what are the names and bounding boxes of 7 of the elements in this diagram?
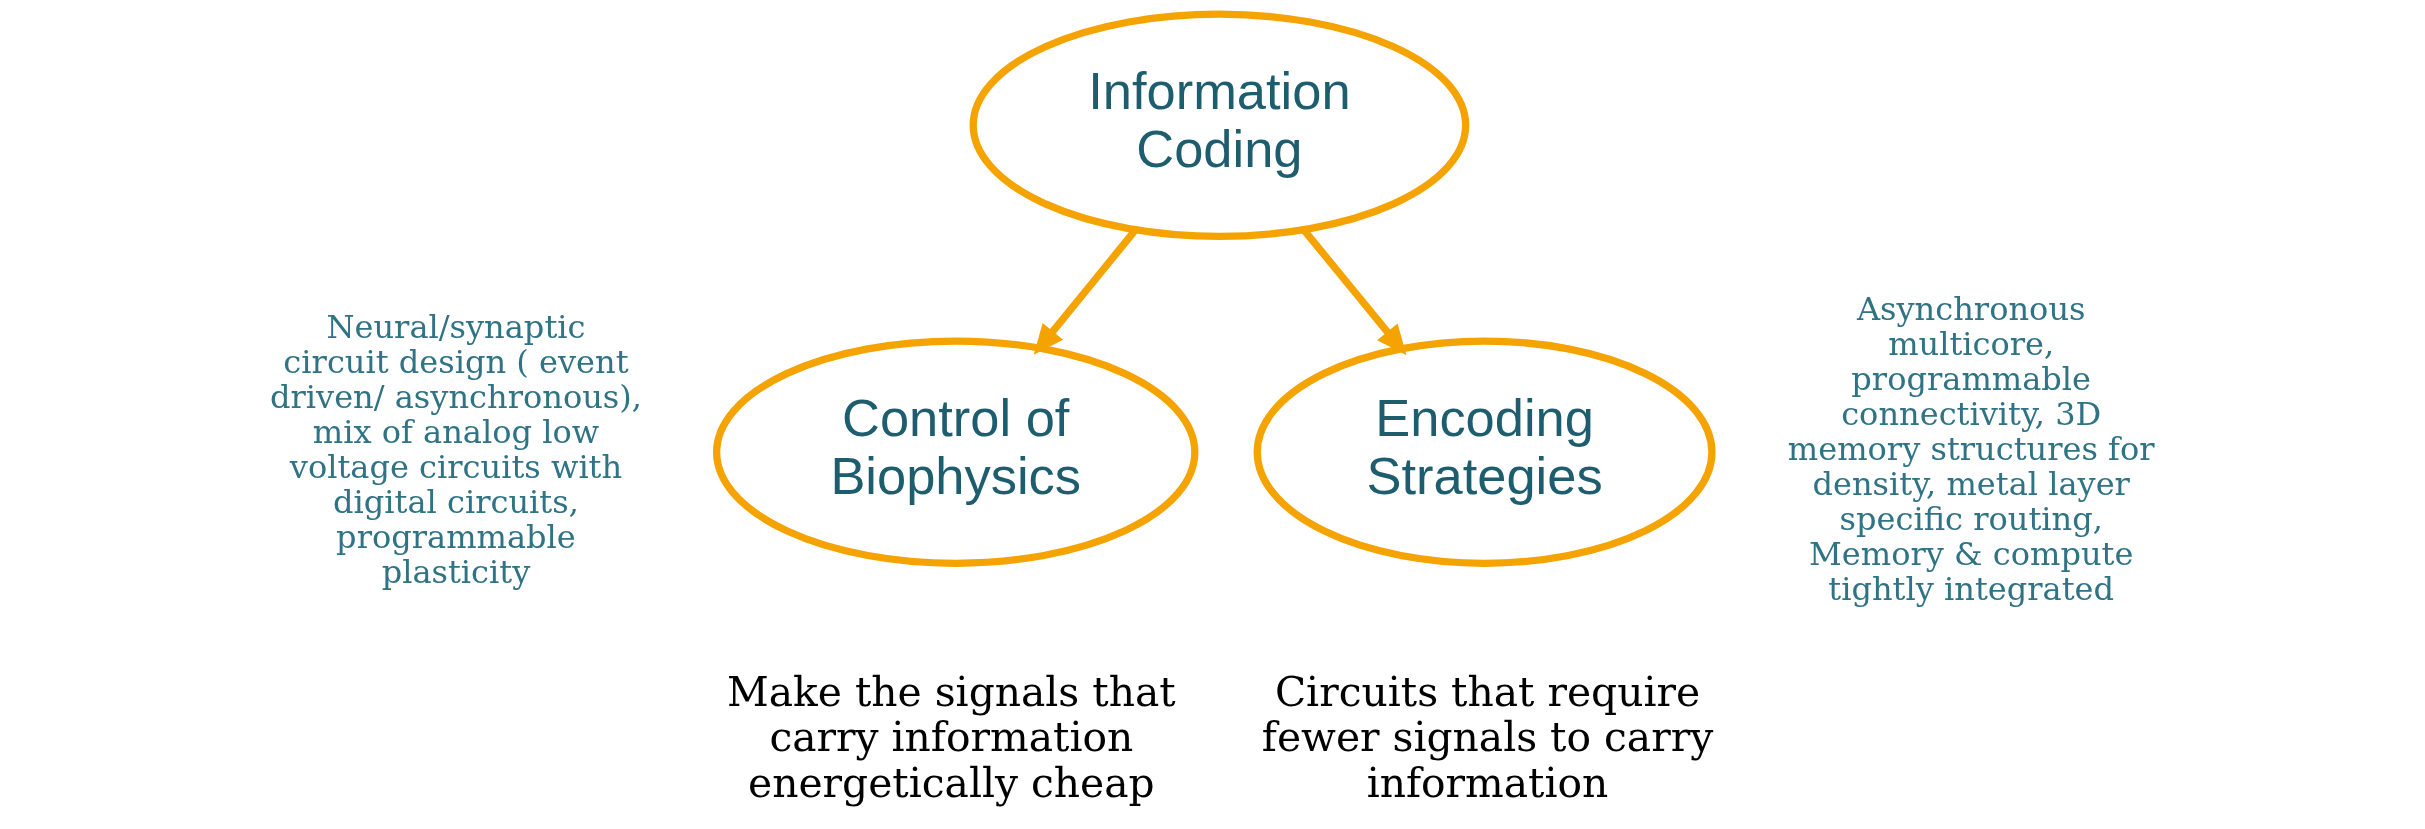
node-ellipse: Control of Biophysics: [713, 337, 1199, 567]
node-ellipse: Encoding Strategies: [1253, 337, 1716, 567]
label: Asynchronous multicore, programmable connectivity, 3D memory structures for density, metal layer specific routing, Memory & compute tightly integrated: [1787, 290, 2155, 609]
node-ellipse: Information Coding: [969, 10, 1470, 240]
node-label: Make the signals that carry information energetically cheap: [727, 668, 1176, 807]
label: Neural/synaptic circuit design ( event driven/ asynchronous), mix of analog low voltage circuits with digital circuits, programmable plasticity: [269, 307, 642, 591]
node-label: Circuits that require fewer signals to carry information: [1261, 668, 1714, 807]
